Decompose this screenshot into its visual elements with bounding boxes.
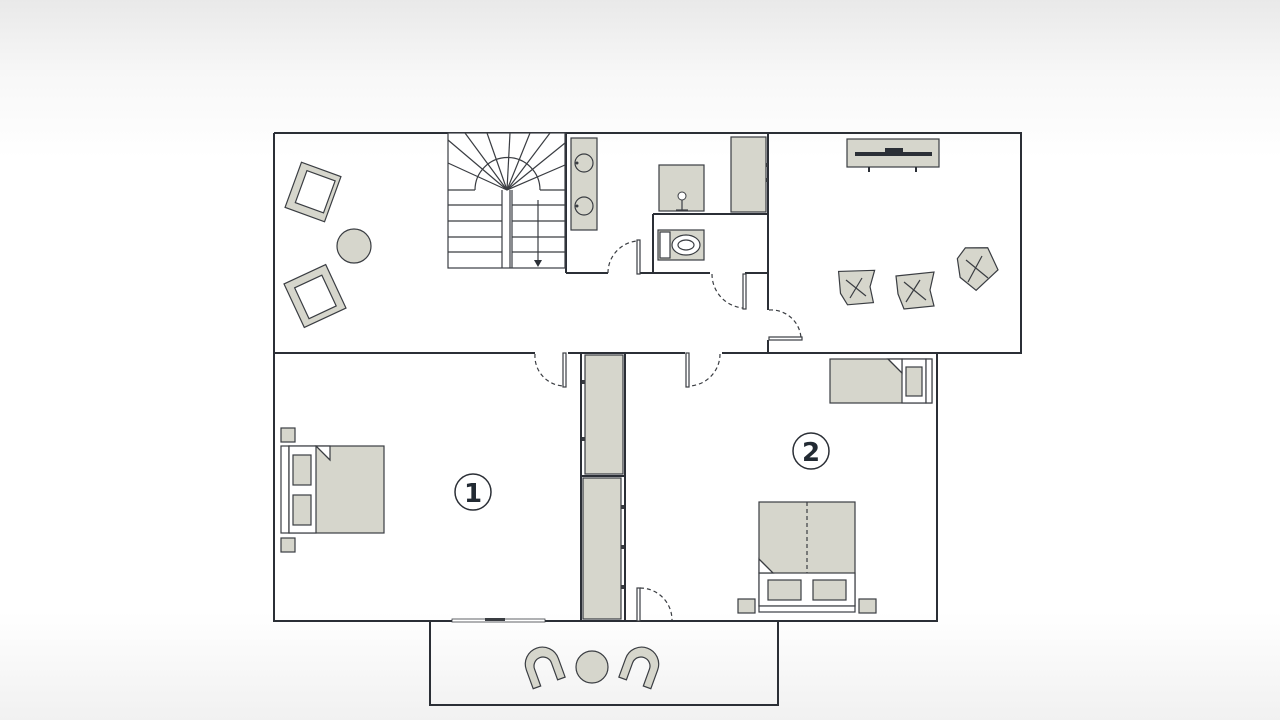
bed-icon [280,445,385,534]
wardrobe-icon [582,354,624,620]
shower-icon [658,164,705,212]
room-label-2: 2 [792,432,830,470]
tv-icon [846,138,940,172]
nightstand-icon [737,598,756,614]
table-icon [336,228,372,264]
double-sink-icon [570,137,598,231]
armchair-icon [524,646,566,690]
armchair-icon [284,161,342,223]
room-label-1: 1 [454,473,492,511]
svg-text:1: 1 [464,479,482,509]
svg-text:2: 2 [802,438,820,468]
bathtub-icon [730,136,768,213]
door-icon [607,239,803,341]
armchair-icon [618,646,660,690]
bed-icon [829,358,933,404]
walls [273,132,1022,706]
door-icon [534,352,721,622]
toilet-icon [657,229,705,261]
stair-icon [447,132,566,269]
table-icon [575,650,609,684]
armchair-icon [283,263,347,329]
cushion-icon [837,247,999,310]
bed-icon [758,501,856,613]
nightstand-icon [280,427,296,443]
nightstand-icon [280,537,296,553]
nightstand-icon [858,598,877,614]
